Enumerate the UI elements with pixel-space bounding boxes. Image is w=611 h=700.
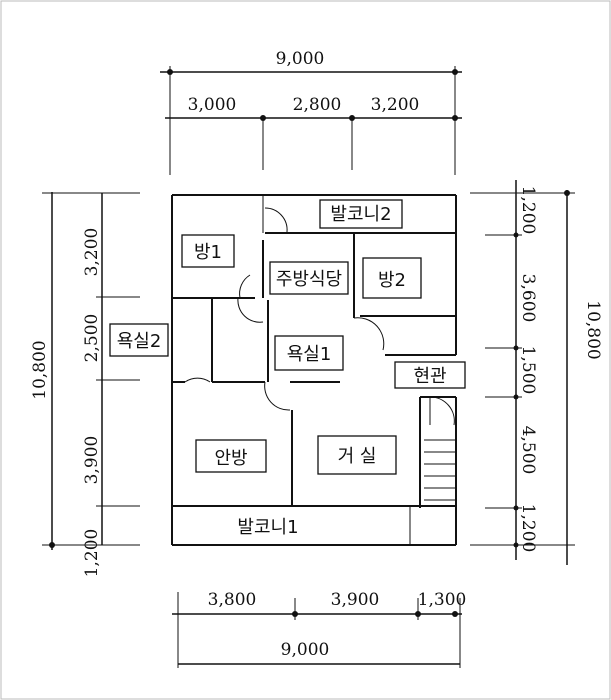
living-label-box: [317, 435, 397, 475]
building-walls: [171, 194, 457, 546]
dim-right-1: 1,200: [518, 186, 538, 235]
balcony2-label: 발코니2: [330, 204, 391, 225]
dim-bottom-3: 1,300: [418, 590, 467, 610]
balcony1-label: 발코니1: [237, 517, 298, 538]
dim-left-2: 2,500: [82, 314, 102, 363]
dim-top-3: 3,200: [371, 95, 420, 115]
room2-label-box: [362, 257, 422, 299]
dim-left-4: 1,200: [82, 529, 102, 578]
entrance-label: 현관: [413, 366, 446, 387]
kitchen-label: 주방식당: [276, 269, 342, 290]
room1-label-box: [181, 234, 235, 268]
kitchen-label-box: [269, 261, 349, 295]
door-swings: [184, 207, 455, 426]
dim-bottom-2: 3,900: [331, 590, 380, 610]
room2-label: 방2: [378, 270, 406, 291]
dim-right-4: 4,500: [518, 426, 538, 475]
master-label-box: [195, 439, 267, 473]
dim-right-3: 1,500: [518, 346, 538, 395]
bath1-label: 욕실1: [287, 344, 332, 365]
dim-left-1: 3,200: [82, 228, 102, 277]
dim-left-3: 3,900: [82, 436, 102, 485]
balcony2-label-box: [319, 199, 403, 229]
right-dimension-lines: [470, 180, 575, 565]
bath1-label-box: [274, 335, 344, 371]
living-label: 거 실: [338, 446, 377, 467]
top-dimension-lines: [160, 66, 462, 175]
dim-right-5: 1,200: [518, 504, 538, 553]
dim-top-2: 2,800: [293, 95, 342, 115]
dim-bottom-total: 9,000: [281, 640, 330, 660]
dim-right-total: 10,800: [583, 300, 603, 359]
dim-top-1: 3,000: [188, 95, 237, 115]
left-dimension-lines: [42, 192, 140, 550]
master-label: 안방: [214, 448, 247, 469]
bath2-label: 욕실2: [117, 331, 162, 352]
bottom-dimension-lines: [172, 592, 462, 668]
room1-label: 방1: [194, 242, 222, 263]
dim-left-total: 10,800: [30, 340, 50, 399]
dim-bottom-1: 3,800: [208, 590, 257, 610]
dim-top-total: 9,000: [276, 49, 325, 69]
entrance-label-box: [394, 361, 466, 389]
dim-right-2: 3,600: [518, 274, 538, 323]
stairs: [424, 439, 456, 501]
bath2-label-box: [109, 323, 169, 357]
